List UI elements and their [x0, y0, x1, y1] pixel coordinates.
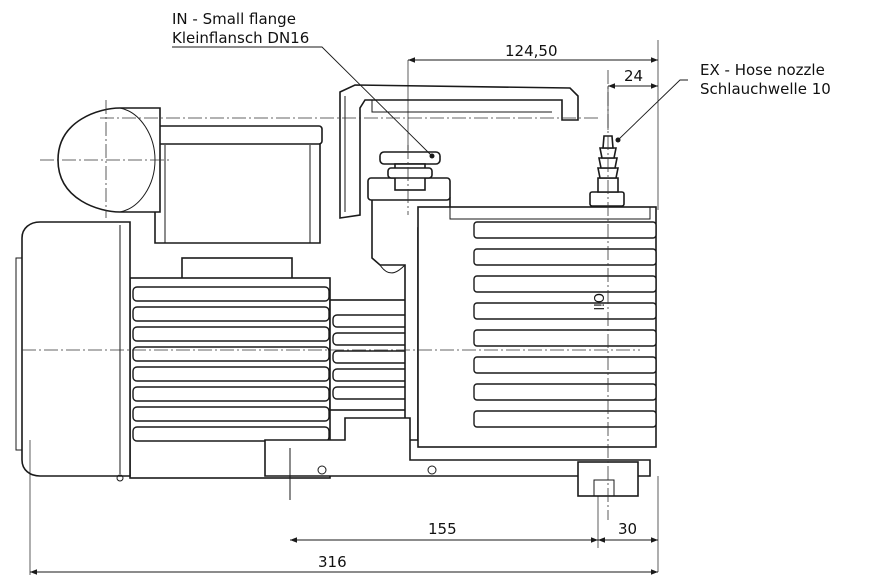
dimension-label-30: 30 [618, 520, 637, 538]
dimension-label-316: 316 [318, 553, 347, 571]
fan-cover [15, 221, 131, 482]
dimension-label-124-50: 124,50 [505, 42, 558, 60]
exhaust-leader: EX - Hose nozzle Schlauchwelle 10 [615, 61, 831, 143]
inlet-flange [379, 151, 441, 191]
terminal-box [149, 125, 323, 283]
pump-housing: Oil [417, 206, 657, 448]
motor-cooling-fins [132, 286, 330, 442]
dimension-label-24: 24 [624, 67, 643, 85]
exhaust-nozzle [589, 135, 625, 207]
dimension-foot-span: 155 [290, 496, 599, 548]
oil-marking: Oil [590, 293, 605, 310]
motor-body [115, 277, 331, 479]
dimension-overall-length: 316 [29, 440, 658, 575]
inlet-label-line1: IN - Small flange [172, 10, 296, 28]
dimension-foot-offset: 30 [598, 476, 659, 572]
carry-handle [339, 84, 579, 219]
dimension-label-155: 155 [428, 520, 457, 538]
inlet-label-line2: Kleinflansch DN16 [172, 29, 309, 47]
pump-cooling-fins [473, 221, 657, 428]
dimension-inlet-to-right: 124,50 [407, 40, 659, 210]
exhaust-label-line1: EX - Hose nozzle [700, 61, 825, 79]
exhaust-label-line2: Schlauchwelle 10 [700, 80, 831, 98]
dimension-nozzle-offset: 24 [607, 67, 658, 130]
inlet-leader: IN - Small flange Kleinflansch DN16 [172, 10, 435, 159]
center-lines [22, 70, 640, 520]
